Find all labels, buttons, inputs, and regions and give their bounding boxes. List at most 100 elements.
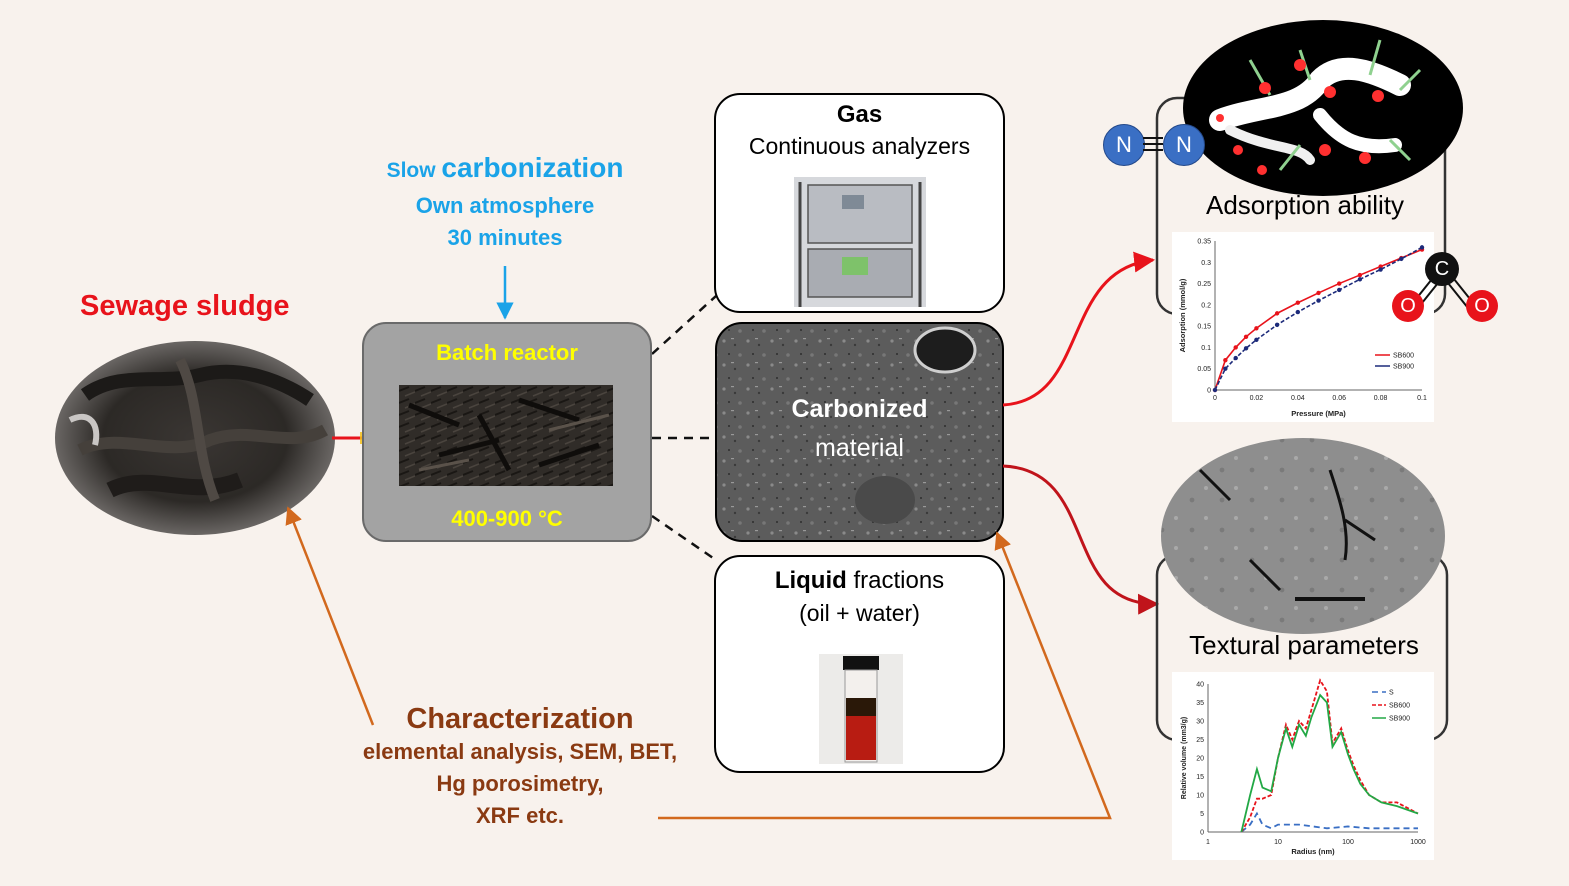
oxygen-atom-2: O bbox=[1466, 290, 1498, 322]
ads-point-SB900 bbox=[1316, 298, 1321, 303]
tex-x-tick: 100 bbox=[1342, 839, 1354, 846]
carbonized-sem-image bbox=[715, 322, 1004, 542]
characterization-to-carbonized-arrow bbox=[658, 531, 1112, 820]
liquid-box: Liquid fractions (oil + water) bbox=[714, 555, 1005, 773]
tex-legend-label: SB600 bbox=[1389, 703, 1410, 710]
nitrogen-atom-2: N bbox=[1163, 124, 1205, 166]
ads-x-tick: 0.08 bbox=[1374, 395, 1388, 402]
ads-point-SB900 bbox=[1243, 346, 1249, 351]
ads-point-SB600 bbox=[1316, 290, 1321, 296]
nitrogen-molecule: N N bbox=[1103, 124, 1205, 166]
liquid-vial-photo bbox=[819, 654, 903, 764]
ads-point-SB900 bbox=[1357, 277, 1363, 282]
liquid-title: Liquid fractions bbox=[716, 567, 1003, 595]
ads-point-SB600 bbox=[1223, 358, 1228, 363]
ads-legend-label: SB900 bbox=[1393, 364, 1414, 371]
tex-x-label: Radius (nm) bbox=[1291, 847, 1335, 856]
liquid-subtitle: (oil + water) bbox=[799, 600, 920, 626]
tex-x-tick: 1000 bbox=[1410, 839, 1426, 846]
nitrogen-atom-1: N bbox=[1103, 124, 1145, 166]
ads-point-SB900 bbox=[1378, 267, 1383, 272]
textural-sem-image bbox=[1161, 438, 1445, 634]
tex-legend-label: SB900 bbox=[1389, 716, 1410, 723]
gas-title: Gas bbox=[836, 101, 883, 128]
co2-molecule: C O O bbox=[1388, 252, 1500, 324]
batch-reactor-box: Batch reactor 400-900 °C bbox=[362, 322, 652, 542]
tex-legend-label: S bbox=[1389, 690, 1394, 697]
process-atmosphere: Own atmosphere bbox=[415, 193, 595, 218]
ads-point-SB900 bbox=[1337, 287, 1342, 293]
ads-point-SB900 bbox=[1274, 322, 1280, 328]
textural-title: Textural parameters bbox=[1189, 630, 1419, 660]
tex-y-tick: 40 bbox=[1196, 682, 1204, 689]
ads-point-SB900 bbox=[1254, 337, 1259, 342]
oxygen-atom-1: O bbox=[1392, 290, 1424, 322]
carbonized-label: Carbonized material bbox=[716, 392, 1003, 470]
ads-point-SB600 bbox=[1337, 281, 1342, 286]
ads-point-SB900 bbox=[1233, 355, 1238, 361]
liquid-title-rest: fractions bbox=[846, 567, 945, 594]
carbon-atom: C bbox=[1425, 252, 1459, 286]
sewage-sludge-photo bbox=[55, 341, 335, 535]
tex-y-tick: 20 bbox=[1196, 756, 1204, 763]
sewage-sludge-title: Sewage sludge bbox=[80, 290, 290, 322]
characterization-block: Characterization elemental analysis, SEM… bbox=[330, 703, 710, 832]
reactor-to-liquid-connector bbox=[651, 514, 717, 562]
gas-subtitle: Continuous analyzers bbox=[748, 133, 971, 159]
tex-series-S bbox=[1240, 811, 1418, 833]
tex-y-tick: 30 bbox=[1196, 719, 1204, 726]
characterization-to-sludge-arrow bbox=[285, 506, 375, 726]
process-slow: Slow bbox=[386, 159, 442, 182]
process-carbonization: carbonization bbox=[441, 152, 624, 183]
pore-structure-illustration bbox=[1183, 20, 1463, 196]
char-photo bbox=[399, 385, 613, 486]
tex-series-SB600 bbox=[1240, 678, 1419, 833]
ads-y-tick: 0.15 bbox=[1197, 324, 1211, 331]
ads-point-SB600 bbox=[1295, 300, 1301, 305]
ads-y-tick: 0.2 bbox=[1201, 302, 1211, 309]
ads-point-SB600 bbox=[1233, 345, 1238, 350]
carbonized-line1: Carbonized bbox=[791, 395, 928, 423]
process-description: Slow carbonization Own atmosphere 30 min… bbox=[360, 150, 650, 254]
process-duration: 30 minutes bbox=[447, 225, 563, 250]
characterization-line3: XRF etc. bbox=[475, 803, 565, 828]
ads-x-tick: 0 bbox=[1213, 395, 1217, 402]
tex-y-tick: 25 bbox=[1196, 737, 1204, 744]
ads-y-tick: 0 bbox=[1207, 388, 1211, 395]
ads-x-tick: 0.02 bbox=[1250, 395, 1264, 402]
carbonized-to-textural-arrow bbox=[1002, 464, 1160, 615]
batch-reactor-title: Batch reactor bbox=[436, 340, 578, 365]
ads-x-tick: 0.1 bbox=[1417, 395, 1427, 402]
ads-point-SB600 bbox=[1254, 326, 1259, 331]
ads-point-SB600 bbox=[1274, 311, 1280, 316]
tex-y-tick: 5 bbox=[1200, 811, 1204, 818]
ads-point-SB600 bbox=[1243, 334, 1249, 339]
carbonized-to-adsorption-arrow bbox=[1002, 251, 1156, 407]
tex-y-tick: 0 bbox=[1200, 830, 1204, 837]
reactor-temperature: 400-900 °C bbox=[451, 506, 563, 531]
reactor-to-gas-connector bbox=[651, 295, 717, 355]
ads-point-SB600 bbox=[1357, 272, 1363, 278]
characterization-title: Characterization bbox=[406, 703, 634, 735]
carbonized-line2: material bbox=[815, 434, 904, 462]
triple-bond bbox=[1143, 136, 1163, 152]
tex-series-SB900 bbox=[1240, 693, 1419, 833]
liquid-title-bold: Liquid bbox=[774, 567, 847, 594]
ads-y-label: Adsorption (mmol/g) bbox=[1178, 278, 1187, 352]
tex-y-tick: 15 bbox=[1196, 774, 1204, 781]
ads-legend-label: SB600 bbox=[1393, 353, 1414, 360]
characterization-line1: elemental analysis, SEM, BET, bbox=[362, 739, 678, 764]
ads-point-SB900 bbox=[1295, 309, 1301, 315]
adsorption-title: Adsorption ability bbox=[1206, 190, 1404, 220]
tex-x-tick: 1 bbox=[1206, 839, 1210, 846]
ads-x-label: Pressure (MPa) bbox=[1291, 409, 1346, 418]
ads-y-tick: 0.3 bbox=[1201, 260, 1211, 267]
ads-point-SB900 bbox=[1212, 387, 1218, 393]
ads-x-tick: 0.04 bbox=[1291, 395, 1305, 402]
tex-y-tick: 10 bbox=[1196, 793, 1204, 800]
gas-box: Gas Continuous analyzers bbox=[714, 93, 1005, 313]
ads-y-tick: 0.05 bbox=[1197, 366, 1211, 373]
